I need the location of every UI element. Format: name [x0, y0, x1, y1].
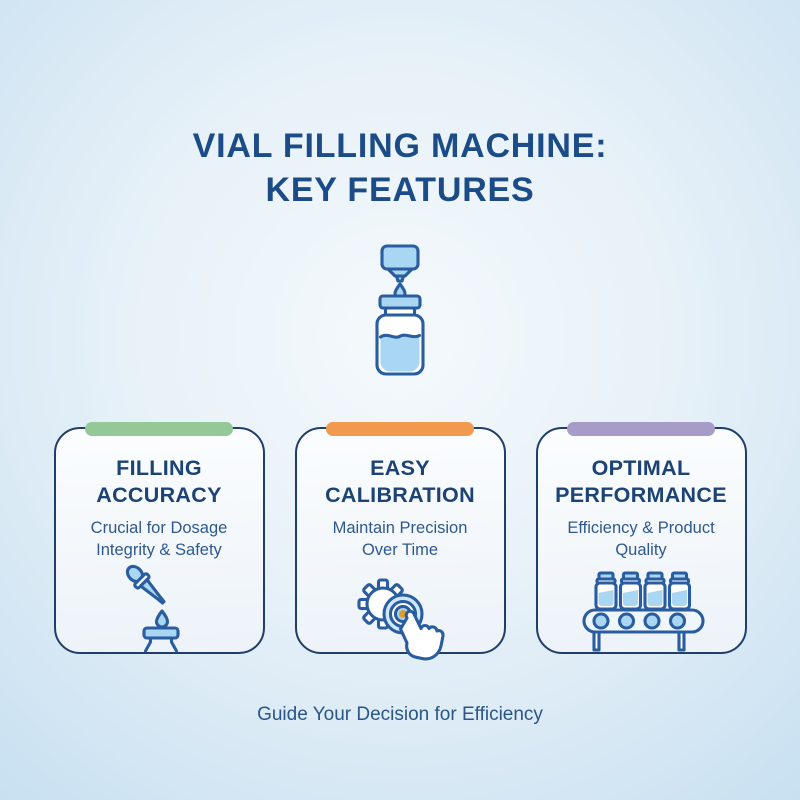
feature-cards-row: FILLING ACCURACY Crucial for Dosage Inte…	[0, 422, 800, 661]
card-filling-accuracy: FILLING ACCURACY Crucial for Dosage Inte…	[53, 422, 265, 654]
vial-filling-icon	[375, 244, 425, 376]
card-title: OPTIMAL PERFORMANCE	[555, 456, 727, 507]
page-title: VIAL FILLING MACHINE: KEY FEATURES	[0, 0, 800, 212]
page-title-line2: KEY FEATURES	[265, 171, 535, 209]
card-title: FILLING ACCURACY	[96, 456, 222, 507]
dropper-icon	[125, 564, 180, 653]
card-icon-area	[571, 561, 711, 662]
card-icon-area	[114, 561, 204, 667]
card-easy-calibration: EASY CALIBRATION Maintain Precision Over…	[294, 422, 506, 661]
card-accent-bar	[326, 422, 474, 436]
card-description: Maintain Precision Over Time	[332, 519, 468, 559]
card-icon-area	[345, 561, 455, 672]
card-title: EASY CALIBRATION	[325, 456, 475, 507]
card-accent-bar	[85, 422, 233, 436]
page-title-line1: VIAL FILLING MACHINE:	[192, 127, 608, 165]
card-accent-bar	[567, 422, 715, 436]
calibration-gear-icon	[357, 578, 445, 661]
card-description: Efficiency & Product Quality	[567, 519, 715, 559]
conveyor-vials-icon	[582, 571, 705, 652]
hero-illustration	[0, 238, 800, 383]
card-description: Crucial for Dosage Integrity & Safety	[90, 519, 228, 559]
footer-tagline: Guide Your Decision for Efficiency	[257, 704, 543, 725]
card-optimal-performance: OPTIMAL PERFORMANCE Efficiency & Product…	[535, 422, 747, 654]
